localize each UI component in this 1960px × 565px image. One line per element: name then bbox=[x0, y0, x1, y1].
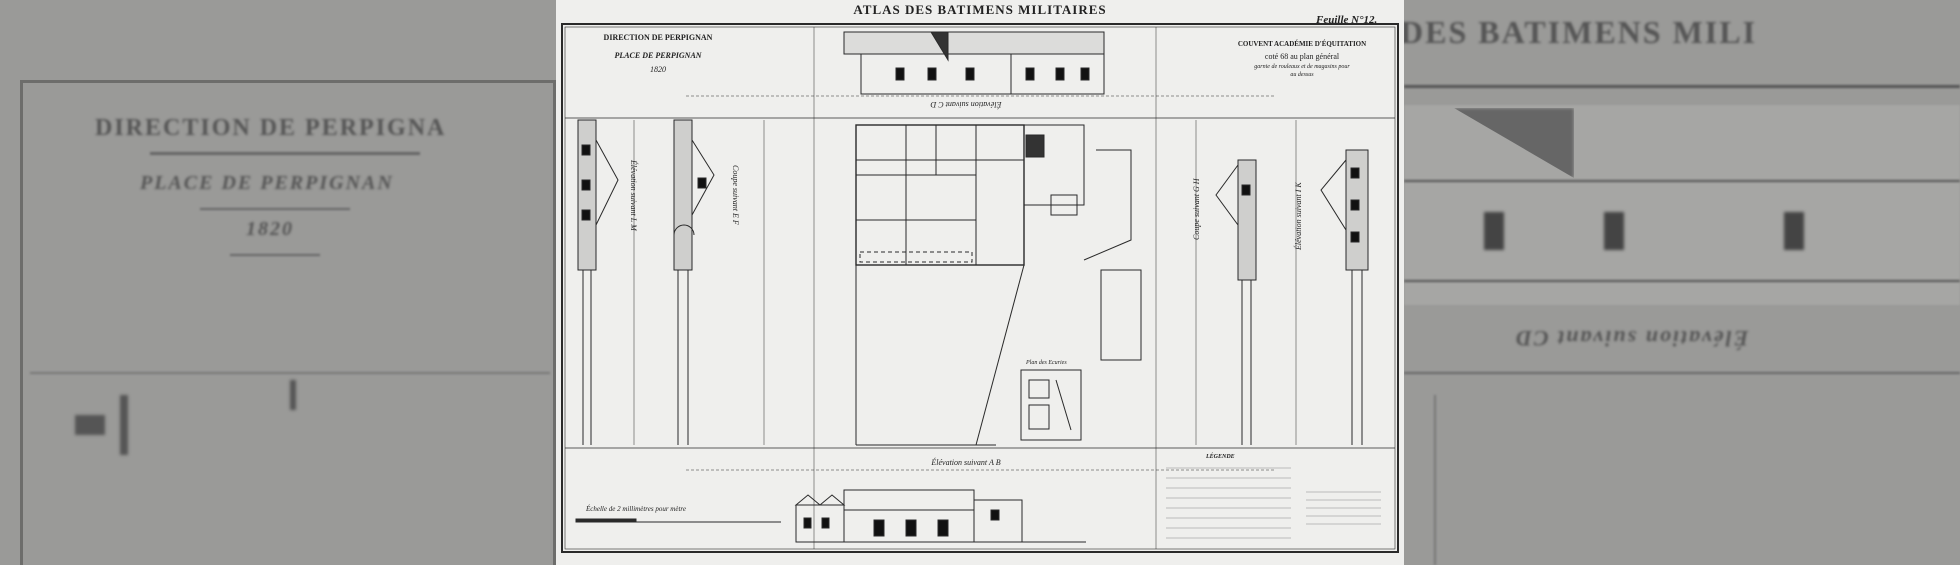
left-elevations bbox=[577, 119, 765, 445]
floor-plan bbox=[855, 124, 1142, 446]
scale-bar bbox=[575, 518, 781, 523]
elevation-lm-label: Élévation suivant L M bbox=[629, 160, 638, 231]
bg-place: PLACE DE PERPIGNAN bbox=[140, 172, 394, 194]
bg-title: DES BATIMENS MILI bbox=[1404, 14, 1758, 50]
atlas-sheet: ATLAS DES BATIMENS MILITAIRES bbox=[556, 0, 1404, 565]
bg-elevation: Élévation suivant CD bbox=[1514, 326, 1749, 351]
background-left: DIRECTION DE PERPIGNA PLACE DE PERPIGNAN… bbox=[0, 0, 556, 565]
elevation-cd-label: Élévation suivant C D bbox=[930, 100, 1002, 109]
atlas-title: ATLAS DES BATIMENS MILITAIRES bbox=[853, 2, 1107, 17]
direction-label: DIRECTION DE PERPIGNAN bbox=[603, 33, 713, 42]
architectural-drawing bbox=[561, 23, 1399, 553]
elevation-ik-label: Élévation suivant I K bbox=[1294, 182, 1303, 250]
building-subtitle-2: garnie de rouleaux et de magasins pour bbox=[1254, 64, 1350, 70]
background-right: DES BATIMENS MILI Élévation suivant CD bbox=[1404, 0, 1960, 565]
coupe-ef-label: Coupe suivant E F bbox=[731, 165, 740, 225]
year-label: 1820 bbox=[650, 65, 666, 74]
building-subtitle-1: coté 68 au plan général bbox=[1264, 52, 1340, 61]
bottom-elevation bbox=[794, 489, 1086, 543]
legend-title: LÉGENDE bbox=[1206, 454, 1235, 460]
elevation-ab-label: Élévation suivant A B bbox=[931, 458, 1001, 467]
legend-lines bbox=[1166, 467, 1381, 539]
top-elevation bbox=[843, 31, 1105, 95]
plan-stables-label: Plan des Ecuries bbox=[1026, 360, 1067, 366]
sheet-number: Feuille N°12. bbox=[1316, 14, 1378, 26]
place-label: PLACE DE PERPIGNAN bbox=[614, 51, 702, 60]
building-subtitle-3: au dessus bbox=[1290, 72, 1314, 78]
scale-label: Échelle de 2 millimètres pour mètre bbox=[586, 505, 686, 513]
bg-direction: DIRECTION DE PERPIGNA bbox=[95, 115, 447, 141]
bg-year: 1820 bbox=[246, 218, 294, 240]
building-title: COUVENT ACADÉMIE D'ÉQUITATION bbox=[1237, 40, 1367, 48]
right-elevations bbox=[1195, 120, 1369, 445]
coupe-gh-label: Coupe suivant G H bbox=[1192, 178, 1201, 240]
